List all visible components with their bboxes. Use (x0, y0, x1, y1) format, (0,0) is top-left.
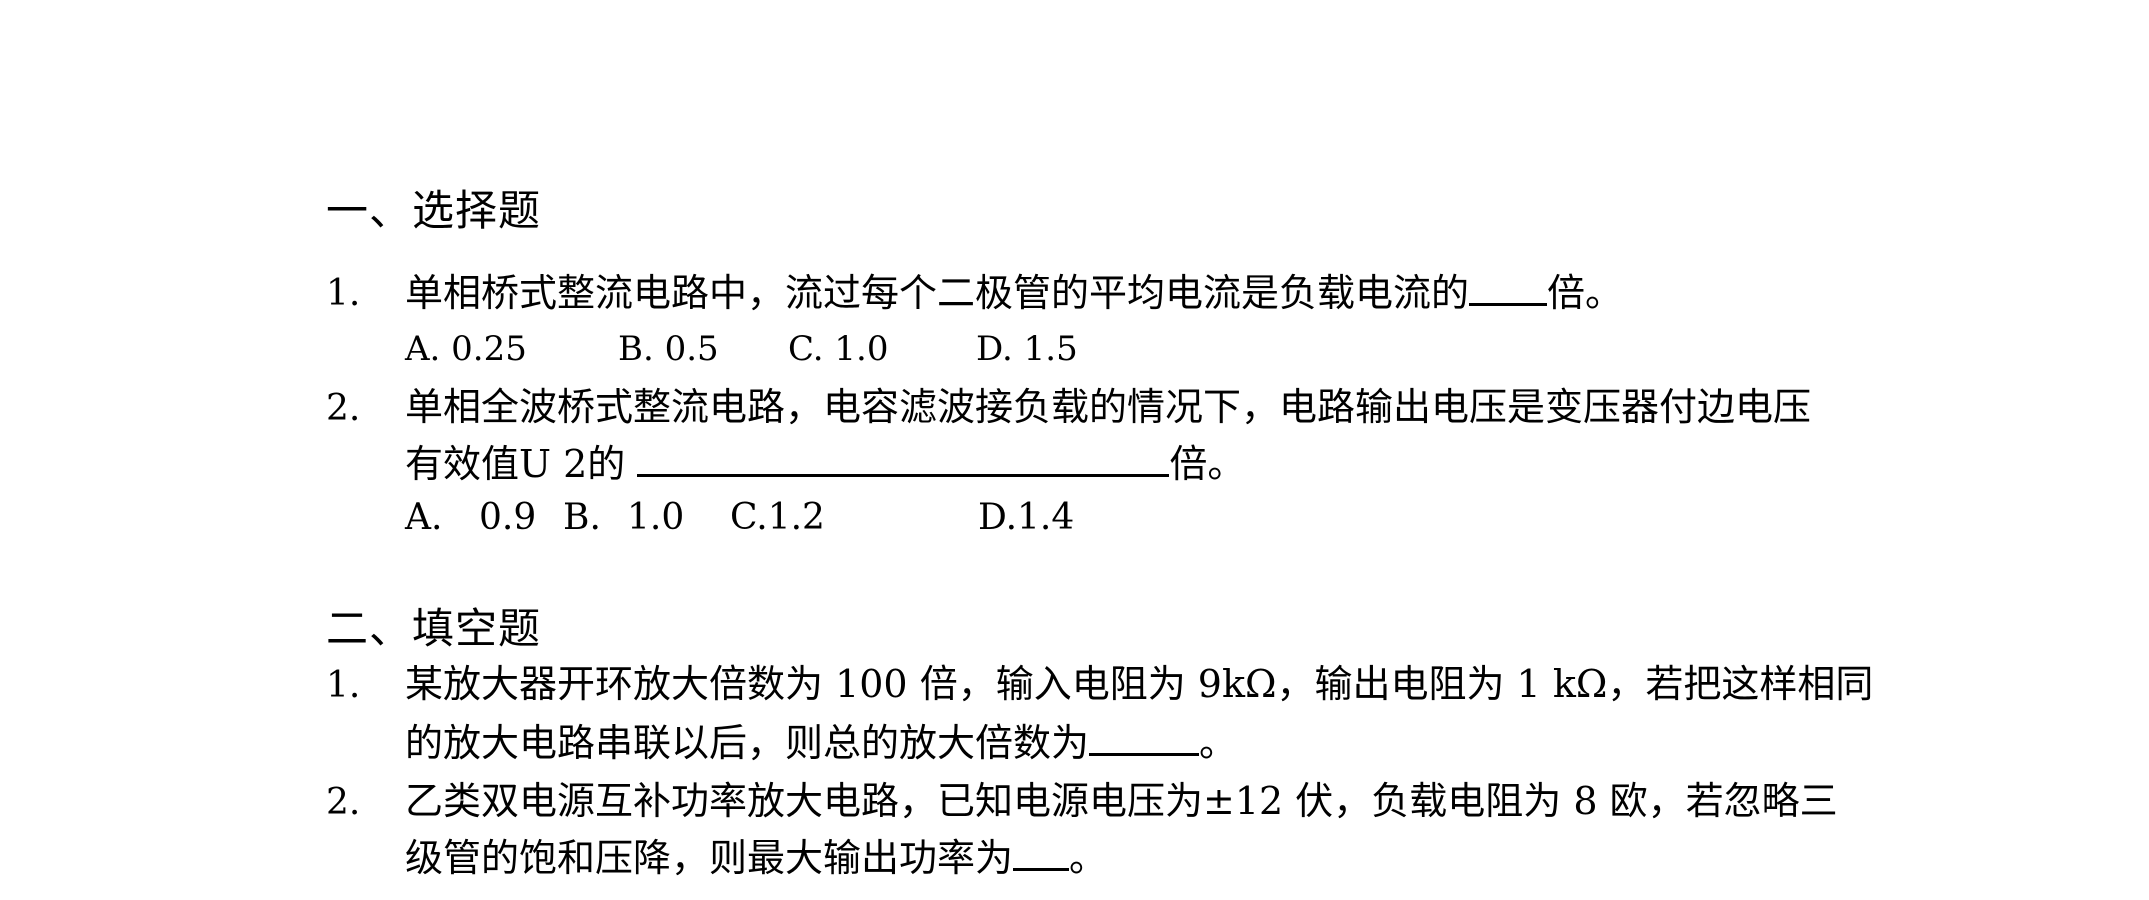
options-row: A. 0.9 B. 1.0 C.1.2 D.1.4 (405, 500, 1074, 536)
question-text: 级管的饱和压降，则最大输出功率为 。 (405, 838, 1107, 877)
option-b-letter: B. (563, 497, 601, 538)
option-d: D.1.4 (978, 497, 1075, 538)
question-number: 1. (326, 273, 361, 314)
question-number: 2. (326, 782, 361, 823)
question-number: 1. (326, 665, 361, 706)
question-text: 的放大电路串联以后，则总的放大倍数为 。 (405, 723, 1237, 762)
answer-blank[interactable] (1013, 838, 1070, 871)
option-a-letter: A. (405, 497, 443, 538)
question-text-part: 倍。 (1547, 271, 1624, 315)
question-text-part: 。 (1199, 721, 1238, 765)
question-text: 单相桥式整流电路中，流过每个二极管的平均电流是负载电流的 倍。 (405, 273, 1623, 312)
question-text-part: 倍。 (1169, 442, 1246, 486)
option-a: A. 0.25 (405, 329, 527, 369)
answer-blank[interactable] (1089, 723, 1200, 756)
option-b: B. 0.5 (618, 329, 719, 369)
options-row: A. 0.25 B. 0.5 C. 1.0 D. 1.5 (405, 332, 1078, 366)
option-a-value: 0.9 (479, 497, 537, 538)
question-text: 有效值U 2的 倍。 (405, 444, 1245, 483)
question-text: 某放大器开环放大倍数为 100 倍，输入电阻为 9kΩ，输出电阻为 1 kΩ，若… (405, 662, 1874, 706)
option-b-value: 1.0 (627, 497, 685, 538)
option-c: C. 1.0 (788, 329, 889, 369)
question-text-part: 的放大电路串联以后，则总的放大倍数为 (405, 721, 1090, 765)
section-title-fill-blank: 二、填空题 (326, 604, 542, 653)
question-number: 2. (326, 388, 361, 429)
section-title-multiple-choice: 一、选择题 (326, 186, 542, 235)
answer-blank[interactable] (637, 444, 1170, 477)
question-text: 单相全波桥式整流电路，电容滤波接负载的情况下，电路输出电压是变压器付边电压 (405, 385, 1812, 429)
question-text: 乙类双电源互补功率放大电路，已知电源电压为±12 伏，负载电阻为 8 欧，若忽略… (405, 779, 1838, 823)
question-text-part: 有效值U 2的 (405, 442, 626, 486)
question-text-part: 。 (1069, 836, 1108, 880)
question-text-part: 单相桥式整流电路中，流过每个二极管的平均电流是负载电流的 (405, 271, 1470, 315)
answer-blank[interactable] (1469, 273, 1548, 306)
question-text-part: 级管的饱和压降，则最大输出功率为 (405, 836, 1014, 880)
option-d: D. 1.5 (976, 329, 1078, 369)
option-c: C.1.2 (730, 497, 825, 538)
